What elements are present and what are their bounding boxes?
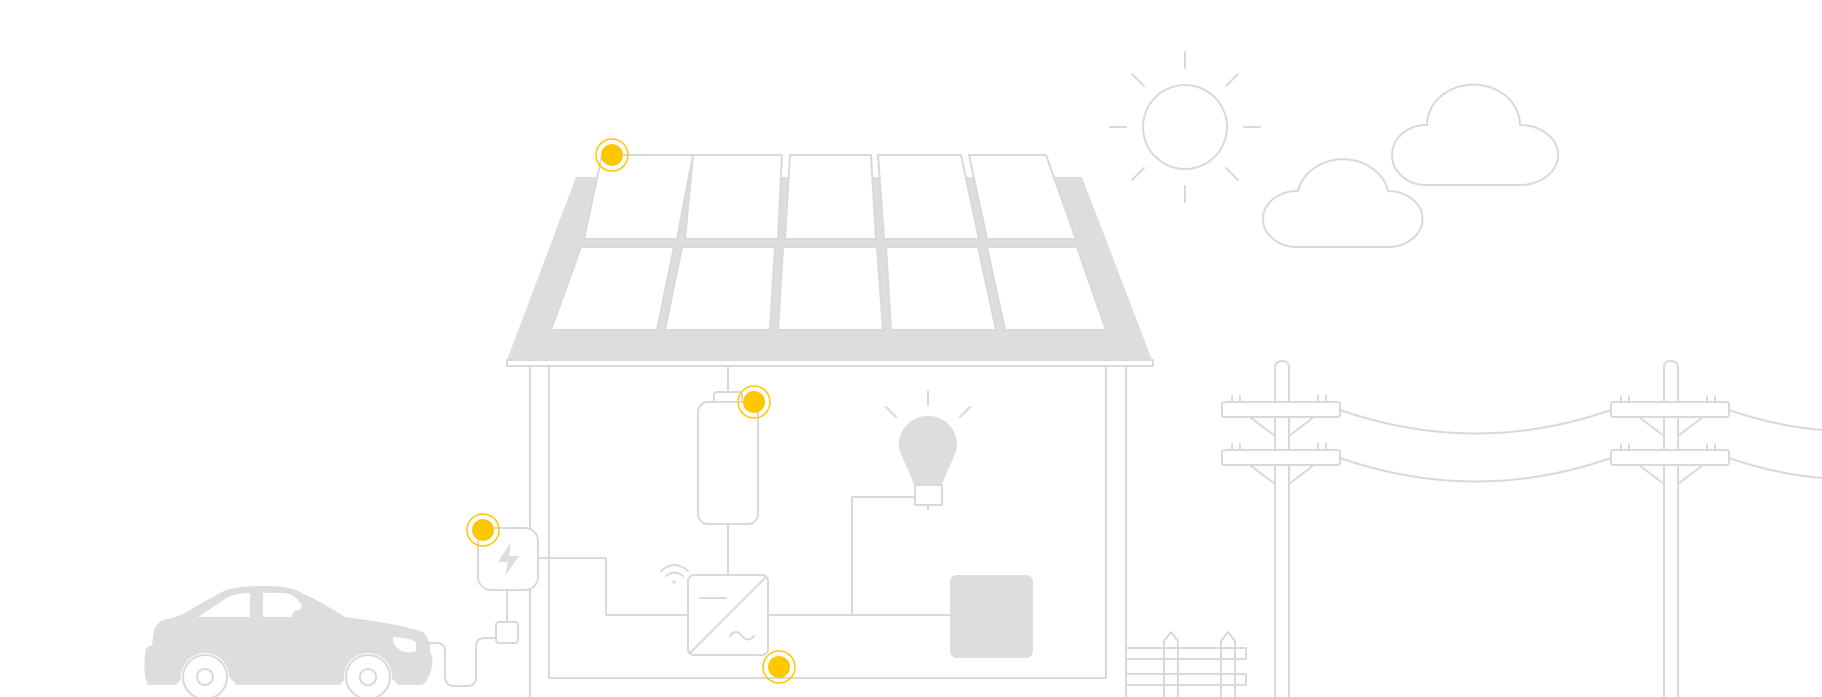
hotspot-ev-charger[interactable] [466, 513, 500, 547]
electric-car-icon [144, 586, 433, 697]
cloud-icon [1262, 158, 1424, 248]
solar-panels [550, 154, 1107, 331]
hotspot-inverter[interactable] [762, 650, 796, 684]
ev-charger [477, 527, 539, 644]
appliance-box [950, 575, 1033, 658]
wiring [423, 365, 951, 687]
light-bulb-icon [885, 390, 971, 511]
power-pole [1610, 360, 1730, 697]
house-walls [529, 365, 1127, 697]
inverter [687, 574, 769, 656]
cloud-icon [1391, 83, 1560, 186]
lightning-bolt-icon [498, 542, 519, 576]
hotspot-solar-panels[interactable] [595, 138, 629, 172]
power-pole [1221, 360, 1341, 697]
fence [1125, 631, 1247, 697]
power-lines [1339, 409, 1822, 483]
hotspot-battery[interactable] [737, 385, 771, 419]
wifi-icon [660, 564, 689, 584]
sun-icon [1109, 51, 1261, 203]
battery [697, 391, 759, 525]
